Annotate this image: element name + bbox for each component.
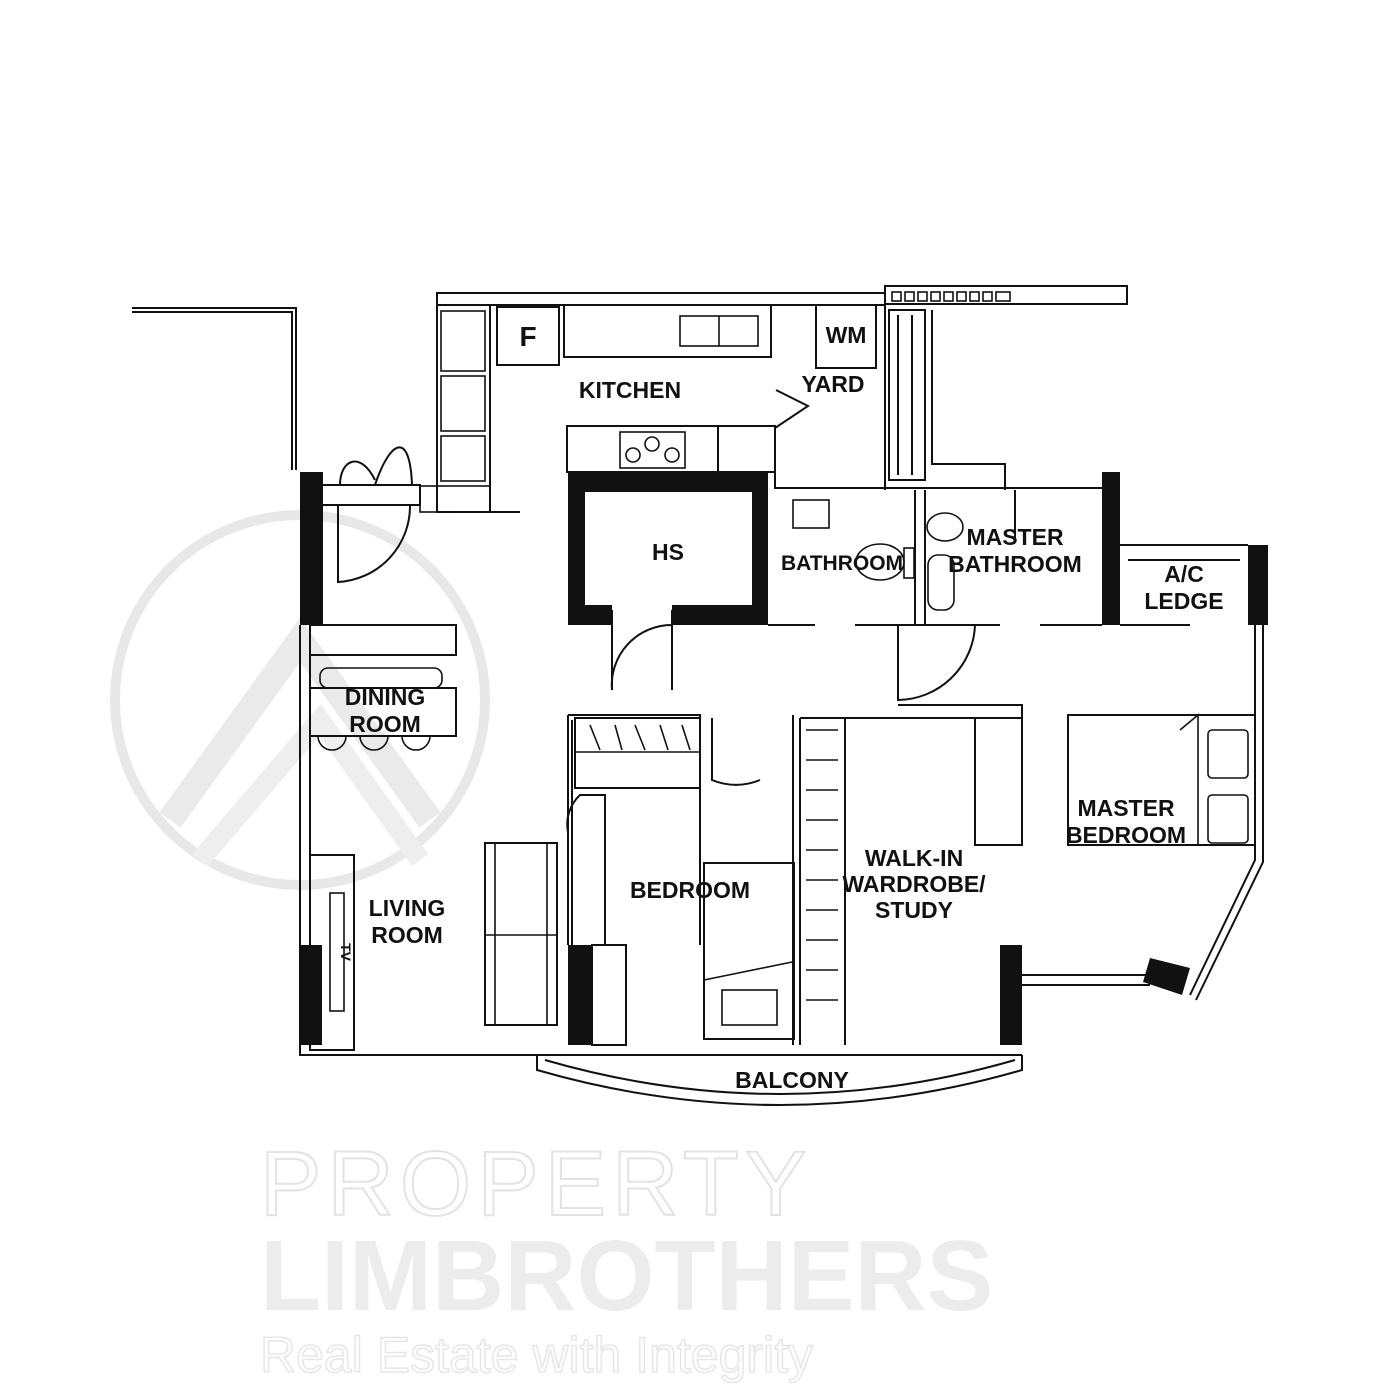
walls: F WM TV <box>132 285 1268 1106</box>
watermark: PROPERTY LIMBROTHERS Real Estate with In… <box>110 510 993 1384</box>
balcony-label: BALCONY <box>735 1067 849 1093</box>
watermark-tagline: Real Estate with Integrity <box>260 1327 813 1383</box>
door-swing <box>774 389 810 429</box>
household-shelter-walls <box>568 472 768 625</box>
kitchen-label: KITCHEN <box>579 377 681 403</box>
stove-icon <box>619 431 686 469</box>
yard-grille <box>891 291 1011 302</box>
washing-machine-label: WM <box>826 322 867 348</box>
bathroom-label: BATHROOM <box>781 552 903 575</box>
hs-label: HS <box>652 539 684 565</box>
watermark-line2: LIMBROTHERS <box>260 1220 993 1332</box>
tv-label: TV <box>338 943 354 962</box>
fridge-label: F <box>519 321 536 352</box>
bedroom-label: BEDROOM <box>630 877 750 903</box>
watermark-line1: PROPERTY <box>260 1133 812 1235</box>
yard-label: YARD <box>801 371 864 397</box>
